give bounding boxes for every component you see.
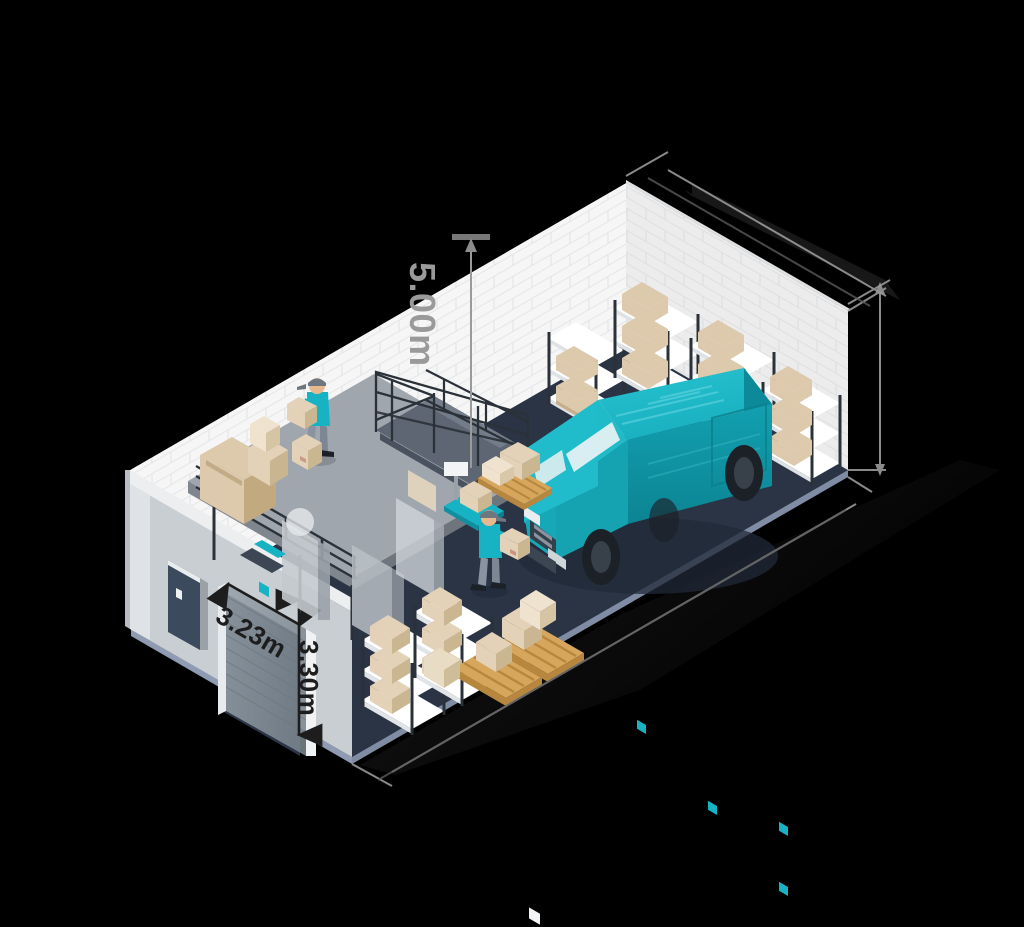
workstation: [240, 540, 286, 573]
van-wheel: [582, 529, 620, 585]
back-wall-step-cut: [128, 8, 632, 468]
pallet-stack-center: [478, 442, 552, 510]
personnel-door[interactable]: [168, 560, 208, 650]
worker-floor: [470, 510, 530, 598]
delivery-van: [518, 368, 778, 594]
dimension-guide-shadows: [377, 177, 871, 781]
side-height-dimension-line: [847, 282, 887, 476]
depth-dimension-line: [625, 151, 891, 305]
right-wall-step-cut: [620, 0, 860, 208]
door-height-dimension-label: 3.30m: [294, 640, 324, 717]
racking-unit: [761, 366, 842, 896]
racking-unit: [361, 615, 446, 735]
van-wheel: [725, 445, 763, 501]
height-dimension: [452, 234, 490, 468]
wall-cut-edge: [133, 364, 151, 392]
height-dimension-label: 5.00m: [402, 262, 443, 367]
van-wheel: [649, 498, 679, 542]
mezzanine-cartons: [200, 416, 322, 598]
pallet-stack-front: [424, 590, 584, 925]
